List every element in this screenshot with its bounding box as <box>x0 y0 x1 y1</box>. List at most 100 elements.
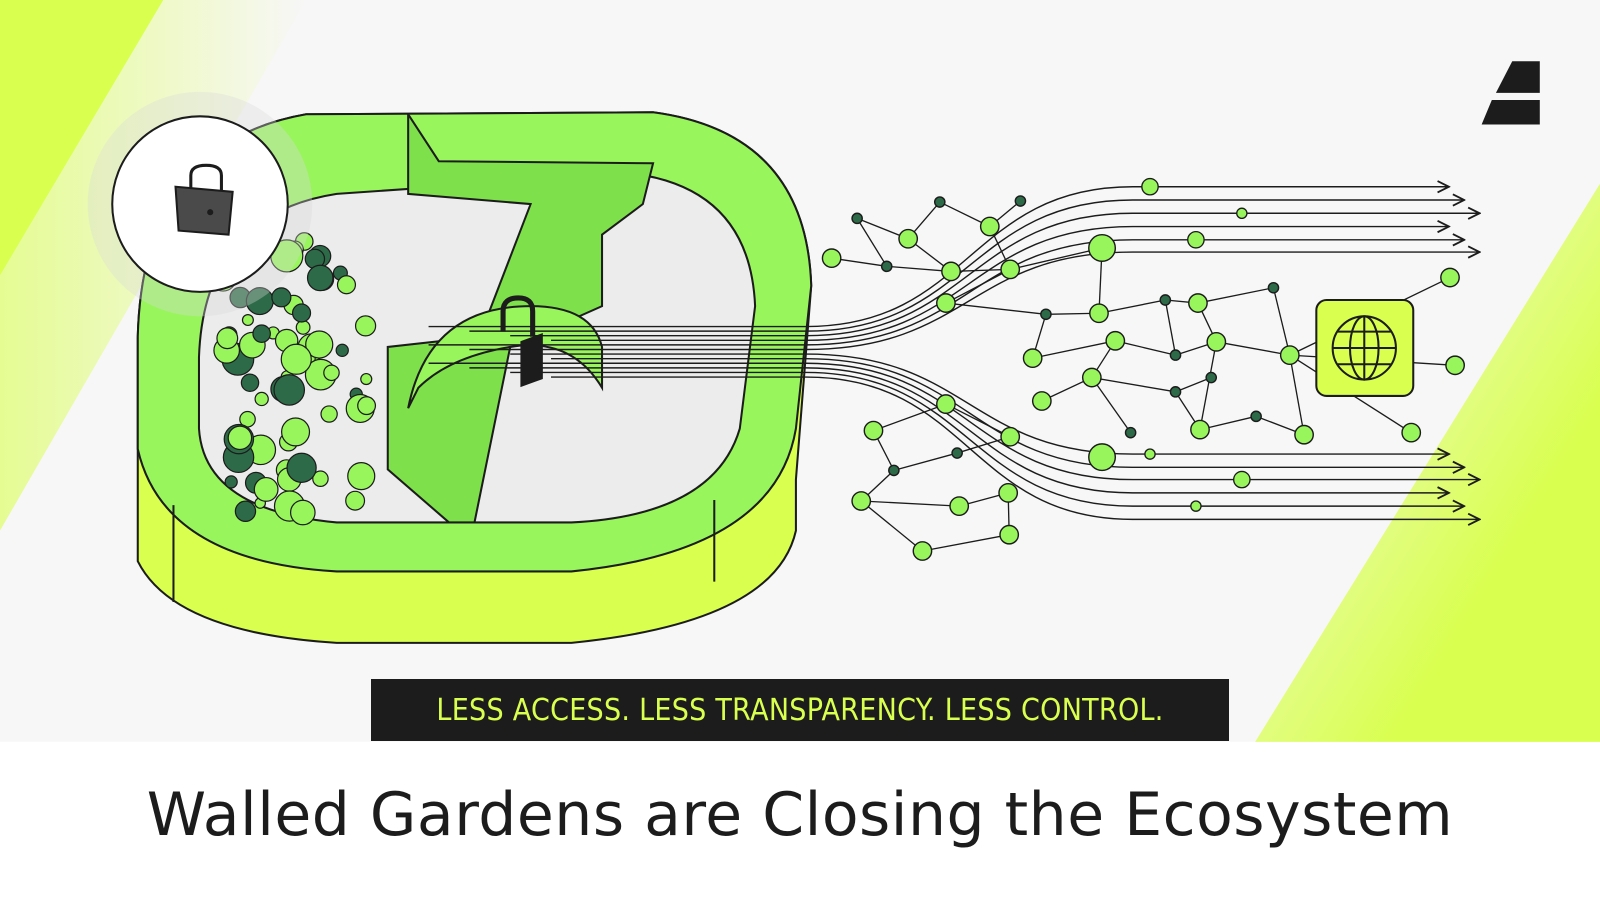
padlock-open-icon <box>500 295 543 388</box>
network-node <box>1169 386 1182 398</box>
network-node <box>1000 259 1021 280</box>
garden-node <box>281 417 311 447</box>
network-node <box>1124 426 1137 439</box>
network-node <box>998 482 1019 503</box>
network-node <box>912 541 933 561</box>
garden-node <box>360 372 373 386</box>
garden-node <box>289 499 316 526</box>
network-edge <box>1216 341 1290 356</box>
network-edge <box>893 452 958 472</box>
network-node <box>1081 367 1102 388</box>
network-node <box>1014 195 1027 207</box>
network-edge <box>945 403 1011 438</box>
network-node <box>1169 349 1182 361</box>
network-node <box>888 464 900 477</box>
network-edge <box>945 302 1046 315</box>
padlock-locked-icon <box>174 163 234 236</box>
network-node <box>863 420 884 441</box>
network-node <box>1105 330 1126 351</box>
flow-line <box>428 240 1465 346</box>
network-node <box>936 394 956 414</box>
network-edge <box>1197 287 1274 304</box>
garden-node <box>312 470 329 488</box>
flow-node <box>1190 500 1202 512</box>
tagline-text: LESS ACCESS. LESS TRANSPARENCY. LESS CON… <box>436 692 1164 728</box>
network-node <box>1267 281 1280 294</box>
garden-node <box>335 343 349 358</box>
garden-node <box>291 303 312 323</box>
network-edge <box>1032 340 1116 359</box>
network-node <box>1294 424 1314 445</box>
garden-node <box>240 373 260 393</box>
garden-node <box>216 327 239 350</box>
network-node <box>1440 267 1460 288</box>
garden-node <box>286 452 317 483</box>
network-node <box>936 293 956 313</box>
network-node <box>1190 419 1210 440</box>
network-edge <box>1091 377 1132 434</box>
network-node <box>851 491 872 511</box>
network-edge <box>1115 340 1176 356</box>
flow-node <box>1141 177 1159 196</box>
flow-node <box>1144 448 1156 460</box>
network-edge <box>856 218 888 267</box>
network-node <box>1401 422 1422 443</box>
network-edge <box>873 403 947 432</box>
garden-node <box>234 500 257 522</box>
network-edge <box>1175 376 1212 393</box>
network-edge <box>1010 247 1103 271</box>
network-node <box>1159 294 1172 306</box>
network-node <box>979 216 1000 237</box>
network-node <box>1205 371 1218 384</box>
network-edge <box>860 500 923 552</box>
brand-logo-icon <box>1481 61 1540 125</box>
network-graph <box>821 195 1465 561</box>
garden-node <box>320 405 338 423</box>
garden-node <box>345 490 366 511</box>
network-node <box>1040 308 1052 321</box>
flow-line <box>510 353 1449 454</box>
flow-line <box>551 376 1480 519</box>
network-node <box>821 248 842 269</box>
garden-node <box>323 364 340 382</box>
tagline-banner: LESS ACCESS. LESS TRANSPARENCY. LESS CON… <box>371 679 1229 741</box>
garden-node <box>254 391 269 407</box>
network-node <box>1089 303 1109 324</box>
flow-line <box>510 371 1464 506</box>
flow-line <box>428 362 1480 479</box>
flow-line <box>469 252 1479 351</box>
network-edge <box>1164 299 1177 356</box>
garden-node <box>357 396 377 416</box>
network-node <box>880 260 893 273</box>
garden-node <box>354 315 377 337</box>
garden-nodes <box>209 232 377 526</box>
flow-line <box>551 357 1464 468</box>
flow-line <box>510 213 1479 337</box>
garden-node <box>224 475 238 489</box>
network-edge <box>1098 299 1166 314</box>
network-edge <box>1199 341 1217 430</box>
globe-chip <box>1315 298 1415 397</box>
network-node <box>1279 345 1300 366</box>
network-node <box>1000 426 1021 447</box>
lime-stripe-right <box>1255 183 1600 742</box>
garden-node <box>273 374 306 406</box>
network-node <box>1088 233 1117 262</box>
network-node <box>1188 293 1208 313</box>
network-node <box>1250 410 1262 423</box>
network-node <box>1031 391 1052 411</box>
garden-node <box>241 313 254 327</box>
flow-line <box>551 227 1449 342</box>
network-node <box>933 196 946 208</box>
network-edge <box>922 534 1010 552</box>
flow-line <box>469 367 1449 493</box>
network-node <box>1206 331 1227 352</box>
flow-line <box>469 200 1464 332</box>
garden-node <box>280 343 312 375</box>
network-node <box>1022 348 1043 369</box>
network-node <box>951 447 963 459</box>
flow-line <box>428 187 1449 328</box>
data-flow-lines <box>428 177 1480 520</box>
garden-node <box>227 425 253 451</box>
